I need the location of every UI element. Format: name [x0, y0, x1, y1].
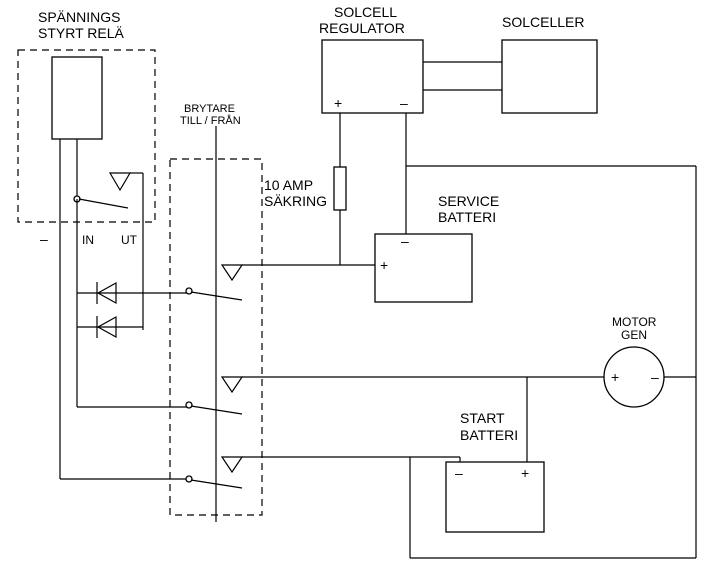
- start-battery: START BATTERI – +: [445, 410, 545, 533]
- start-minus: –: [455, 465, 463, 481]
- motor-minus: –: [651, 369, 659, 385]
- relay-label-line2: STYRT RELÄ: [38, 25, 125, 41]
- service-label-line2: BATTERI: [438, 209, 496, 225]
- motor-label-line1: MOTOR: [612, 315, 657, 329]
- diode-upper: [77, 281, 187, 305]
- solar-panels: SOLCELLER: [501, 14, 598, 114]
- relay-minus-label: –: [40, 231, 48, 247]
- regulator-minus: –: [400, 95, 408, 111]
- solar-label: SOLCELLER: [502, 14, 584, 30]
- relay-label-line1: SPÄNNINGS: [38, 9, 120, 25]
- motor-plus: +: [611, 369, 619, 385]
- diode-lower: [77, 315, 143, 339]
- regulator-plus: +: [334, 95, 342, 111]
- relay-in-label: IN: [82, 233, 94, 247]
- start-label-line1: START: [460, 410, 505, 426]
- fuse: 10 AMP SÄKRING: [264, 166, 347, 211]
- service-label-line1: SERVICE: [438, 193, 499, 209]
- motor-label-line2: GEN: [621, 328, 647, 342]
- switch-label-line2: TILL / FRÅN: [180, 114, 241, 127]
- motor-generator: MOTOR GEN + –: [603, 315, 665, 408]
- solar-regulator: SOLCELL REGULATOR + –: [319, 4, 424, 114]
- switch-label-line1: BRYTARE: [184, 103, 235, 115]
- regulator-label-line1: SOLCELL: [334, 4, 397, 20]
- voltage-relay: SPÄNNINGS STYRT RELÄ – IN UT: [17, 9, 156, 330]
- main-switch: BRYTARE TILL / FRÅN: [169, 103, 263, 522]
- regulator-label-line2: REGULATOR: [319, 20, 405, 36]
- service-battery: SERVICE BATTERI – +: [374, 193, 499, 303]
- start-label-line2: BATTERI: [460, 427, 518, 443]
- service-plus: +: [380, 257, 388, 273]
- relay-coil-box: [51, 56, 103, 140]
- service-minus: –: [401, 233, 409, 249]
- fuse-label-line2: SÄKRING: [264, 193, 327, 209]
- relay-dashed-border: [17, 49, 156, 223]
- relay-contact-triangle: [108, 172, 132, 192]
- fuse-label-line1: 10 AMP: [264, 177, 313, 193]
- start-plus: +: [521, 465, 529, 481]
- relay-out-label: UT: [121, 233, 138, 247]
